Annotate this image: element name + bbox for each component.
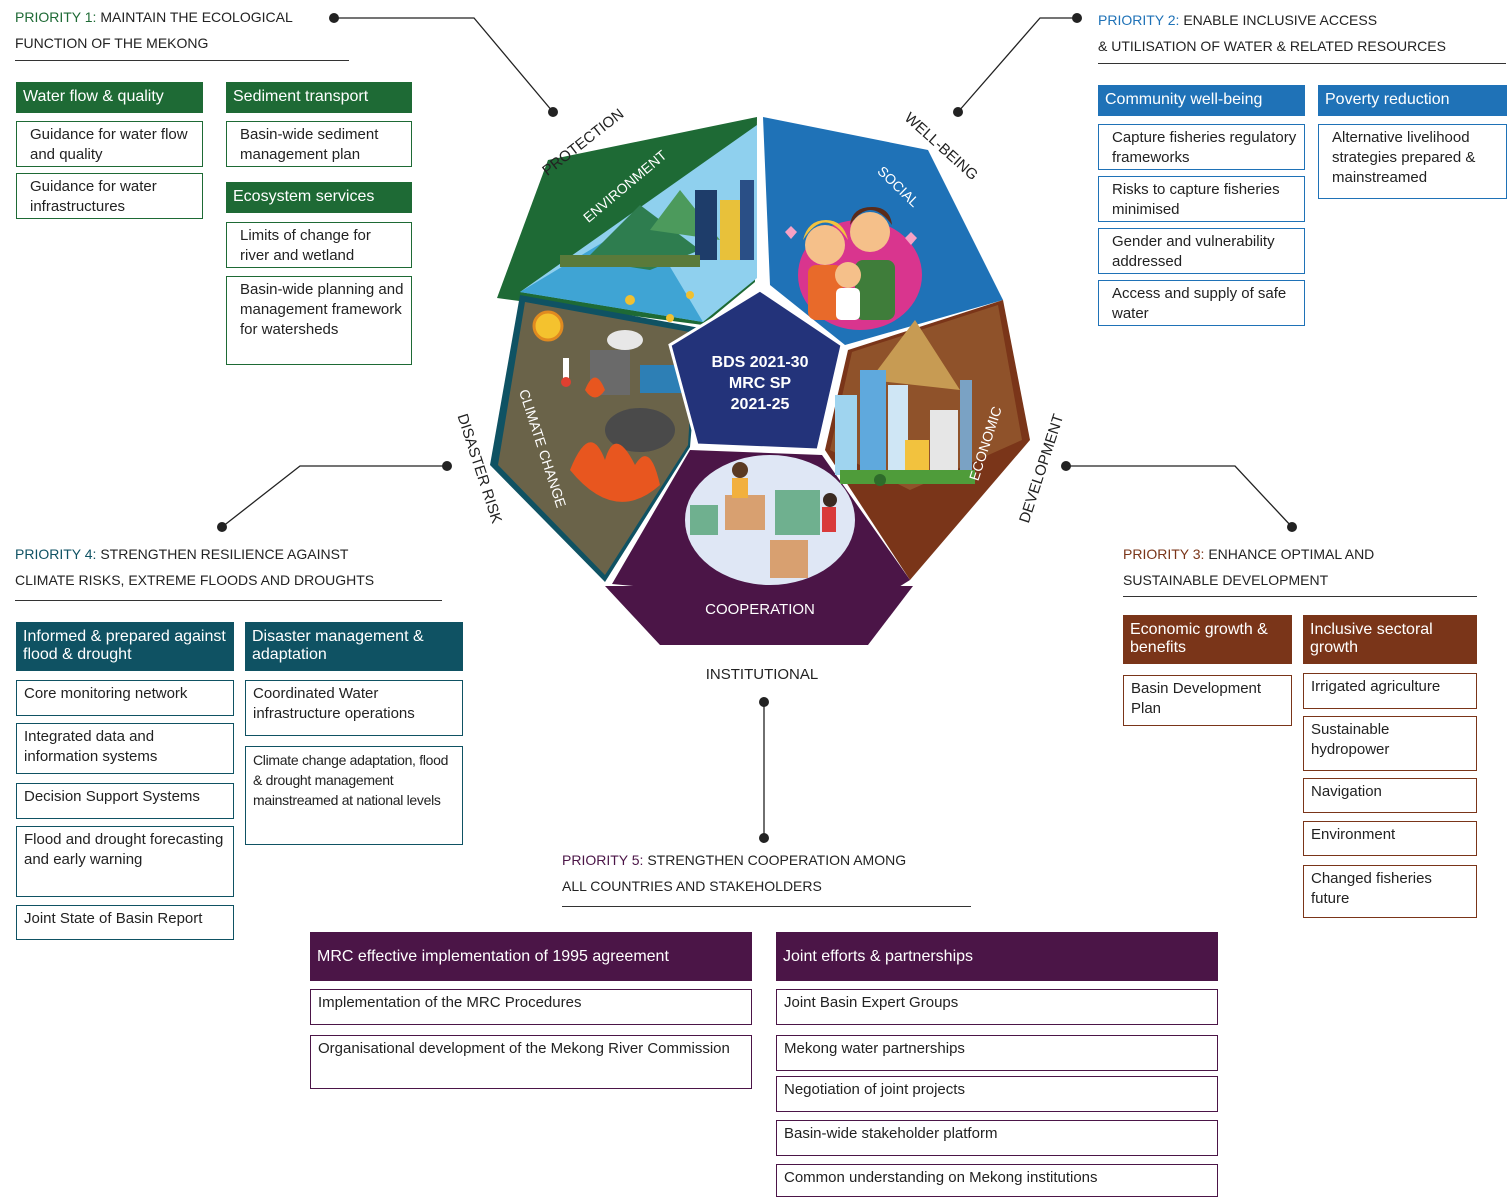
priority-1-rule	[15, 60, 349, 61]
community-header: Community well-being	[1098, 85, 1305, 116]
priority-4-line1: STRENGTHEN RESILIENCE AGAINST	[96, 546, 349, 562]
connector-dot	[329, 13, 339, 23]
ecosystem-header: Ecosystem services	[226, 182, 412, 213]
priority-4-line2: CLIMATE RISKS, EXTREME FLOODS AND DROUGH…	[15, 572, 375, 588]
priority-3-line2: SUSTAINABLE DEVELOPMENT	[1123, 572, 1329, 588]
priority-2-number: PRIORITY 2:	[1098, 12, 1180, 28]
connector-dot	[217, 522, 227, 532]
priority-2-rule	[1098, 63, 1506, 64]
connector-dot	[1072, 13, 1082, 23]
center-line3: 2021-25	[731, 396, 790, 413]
list-item: Negotiation of joint projects	[776, 1076, 1218, 1112]
inclusive-growth-header: Inclusive sectoral growth	[1303, 615, 1477, 664]
priority-5-line1: STRENGTHEN COOPERATION AMONG	[643, 852, 907, 868]
list-item: Mekong water partnerships	[776, 1035, 1218, 1071]
list-item: Capture fisheries regulatory frameworks	[1098, 124, 1305, 170]
priority-5-title: PRIORITY 5: STRENGTHEN COOPERATION AMONG…	[562, 847, 906, 899]
list-item: Implementation of the MRC Procedures	[310, 989, 752, 1025]
list-item: Organisational development of the Mekong…	[310, 1035, 752, 1089]
priority-4-number: PRIORITY 4:	[15, 546, 97, 562]
list-item: Guidance for water infrastructures	[16, 173, 203, 219]
list-item: Basin-wide planning and management frame…	[226, 276, 412, 365]
priority-5-rule	[562, 906, 971, 907]
list-item: Sustainable hydropower	[1303, 716, 1477, 771]
priority-3-title: PRIORITY 3: ENHANCE OPTIMAL AND SUSTAINA…	[1123, 541, 1374, 593]
priority-1-title: PRIORITY 1: MAINTAIN THE ECOLOGICAL FUNC…	[15, 4, 293, 56]
priority-5-line2: ALL COUNTRIES AND STAKEHOLDERS	[562, 878, 822, 894]
list-item: Alternative livelihood strategies prepar…	[1318, 124, 1507, 199]
economic-illustration	[830, 305, 1022, 490]
list-item: Joint Basin Expert Groups	[776, 989, 1218, 1025]
list-item: Integrated data and information systems	[16, 723, 234, 774]
priority-3-number: PRIORITY 3:	[1123, 546, 1205, 562]
center-line2: MRC SP	[729, 375, 792, 392]
center-pentagon	[668, 288, 844, 452]
priority-4-rule	[15, 600, 442, 601]
cooperation-illustration	[685, 455, 855, 585]
connector-dot	[442, 461, 452, 471]
list-item: Guidance for water flow and quality	[16, 121, 203, 167]
list-item: Basin-wide stakeholder platform	[776, 1120, 1218, 1156]
list-item: Core monitoring network	[16, 680, 234, 716]
social-illustration	[785, 207, 922, 330]
connector-dot	[759, 697, 769, 707]
priority-3-line1: ENHANCE OPTIMAL AND	[1204, 546, 1375, 562]
disaster-header: Disaster management & adaptation	[245, 622, 463, 671]
priority-4-title: PRIORITY 4: STRENGTHEN RESILIENCE AGAINS…	[15, 541, 374, 593]
list-item: Decision Support Systems	[16, 783, 234, 819]
connector-dot	[1287, 522, 1297, 532]
connector-dot	[953, 107, 963, 117]
priority-1-number: PRIORITY 1:	[15, 9, 97, 25]
list-item: Basin-wide sediment management plan	[226, 121, 412, 167]
connector-dot	[548, 107, 558, 117]
list-item: Changed fisheries future	[1303, 865, 1477, 918]
informed-header: Informed & prepared against flood & drou…	[16, 622, 234, 671]
list-item: Environment	[1303, 821, 1477, 856]
list-item: Irrigated agriculture	[1303, 673, 1477, 709]
list-item: Coordinated Water infrastructure operati…	[245, 680, 463, 736]
cooperation-label: COOPERATION	[705, 601, 815, 618]
priority-2-line1: ENABLE INCLUSIVE ACCESS	[1179, 12, 1378, 28]
economic-growth-header: Economic growth & benefits	[1123, 615, 1292, 664]
list-item: Gender and vulnerability addressed	[1098, 228, 1305, 274]
priority-2-title: PRIORITY 2: ENABLE INCLUSIVE ACCESS & UT…	[1098, 7, 1446, 59]
list-item: Access and supply of safe water	[1098, 280, 1305, 326]
sediment-header: Sediment transport	[226, 82, 412, 113]
list-item: Climate change adaptation, flood & droug…	[245, 746, 463, 845]
list-item: Limits of change for river and wetland	[226, 222, 412, 268]
list-item: Common understanding on Mekong instituti…	[776, 1164, 1218, 1197]
list-item: Flood and drought forecasting and early …	[16, 826, 234, 897]
environment-illustration	[520, 125, 757, 322]
list-item: Joint State of Basin Report	[16, 905, 234, 940]
climate-illustration	[498, 302, 695, 575]
joint-header: Joint efforts & partnerships	[776, 932, 1218, 981]
list-item: Risks to capture fisheries minimised	[1098, 176, 1305, 222]
priority-5-number: PRIORITY 5:	[562, 852, 644, 868]
connector-dot	[759, 833, 769, 843]
priority-1-line1: MAINTAIN THE ECOLOGICAL	[96, 9, 293, 25]
list-item: Basin Development Plan	[1123, 675, 1292, 726]
priority-3-rule	[1123, 596, 1477, 597]
poverty-header: Poverty reduction	[1318, 85, 1507, 116]
institutional-label: INSTITUTIONAL	[706, 666, 819, 683]
connector-lines	[221, 17, 1293, 838]
connector-dot	[1061, 461, 1071, 471]
priority-2-line2: & UTILISATION OF WATER & RELATED RESOURC…	[1098, 38, 1446, 54]
cooperation-band	[605, 586, 913, 645]
priority-1-line2: FUNCTION OF THE MEKONG	[15, 35, 209, 51]
water-flow-header: Water flow & quality	[16, 82, 203, 113]
center-line1: BDS 2021-30	[712, 354, 809, 371]
mrc-header: MRC effective implementation of 1995 agr…	[310, 932, 752, 981]
list-item: Navigation	[1303, 778, 1477, 813]
